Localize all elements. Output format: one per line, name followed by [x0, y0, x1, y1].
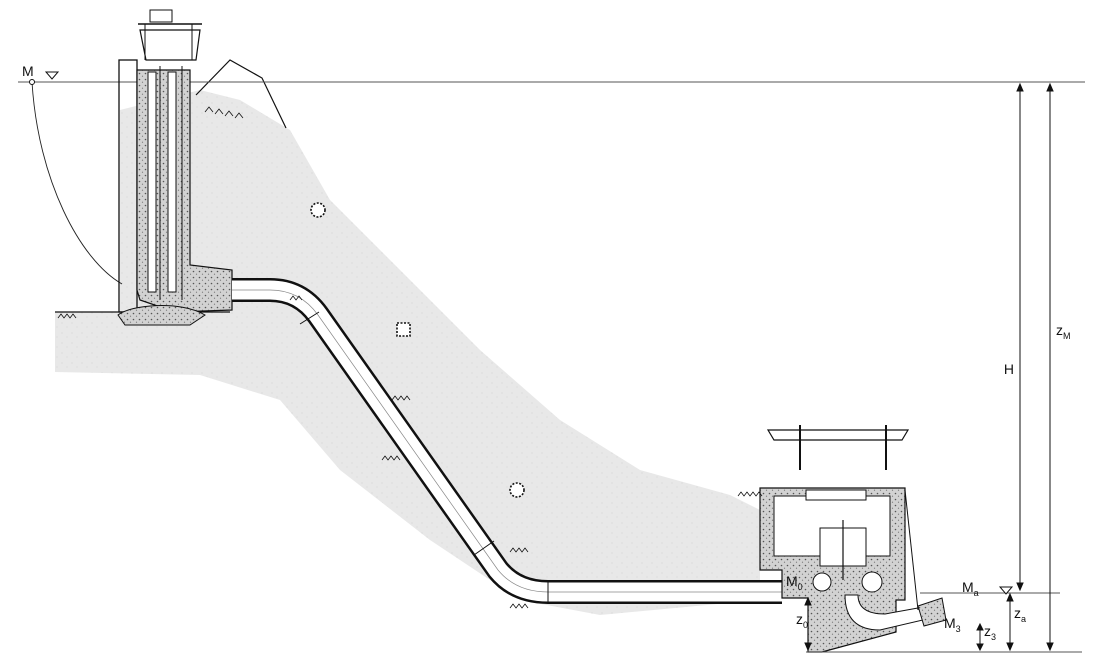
label-z-m: zM — [1056, 322, 1071, 341]
label-m-3-main: M — [944, 615, 956, 631]
label-z-3-main: z — [984, 623, 991, 639]
penstock-anchors — [57, 295, 529, 609]
label-m-3-sub: 3 — [956, 624, 961, 634]
label-z-a-sub: a — [1021, 614, 1026, 624]
reservoir-curve — [31, 81, 123, 285]
turbine-spiral — [812, 572, 832, 592]
label-z-3-sub: 3 — [991, 632, 996, 642]
label-h: H — [1004, 361, 1014, 377]
upper-water-triangle — [44, 71, 60, 80]
rock-mass — [55, 90, 760, 615]
label-m-a-main: M — [962, 579, 974, 595]
access-section-2 — [396, 322, 411, 337]
label-m-0-sub: 0 — [798, 582, 803, 592]
label-z-0-main: z — [796, 611, 803, 627]
dimension-lines — [804, 82, 1054, 652]
label-m-3: M3 — [944, 615, 961, 634]
label-m-0-main: M — [786, 573, 798, 589]
power-house-ground-hatch — [737, 491, 763, 497]
label-m-a: Ma — [962, 579, 979, 598]
label-z-m-sub: M — [1063, 331, 1071, 341]
point-m-marker — [29, 79, 35, 85]
label-m-a-sub: a — [974, 588, 979, 598]
label-z-0-sub: 0 — [803, 620, 808, 630]
upper-embankment — [195, 59, 287, 129]
label-z-m-main: z — [1056, 322, 1063, 338]
power-house — [759, 425, 947, 653]
turbine-runner — [861, 571, 883, 593]
label-z-3: z3 — [984, 623, 996, 642]
penstock-joint-2 — [473, 540, 495, 556]
penstock-centerline — [232, 289, 782, 593]
label-z-a-main: z — [1014, 605, 1021, 621]
penstock-joint-1 — [299, 311, 320, 325]
label-m-0: M0 — [786, 573, 803, 592]
embankment-hatch — [204, 106, 244, 119]
access-section-3 — [509, 482, 525, 498]
access-section-1 — [310, 202, 326, 218]
label-m-upper: M — [22, 63, 34, 79]
tailwater-triangle — [998, 586, 1014, 595]
label-z-0: z0 — [796, 611, 808, 630]
intake-tower — [117, 9, 233, 326]
label-z-a: za — [1014, 605, 1026, 624]
